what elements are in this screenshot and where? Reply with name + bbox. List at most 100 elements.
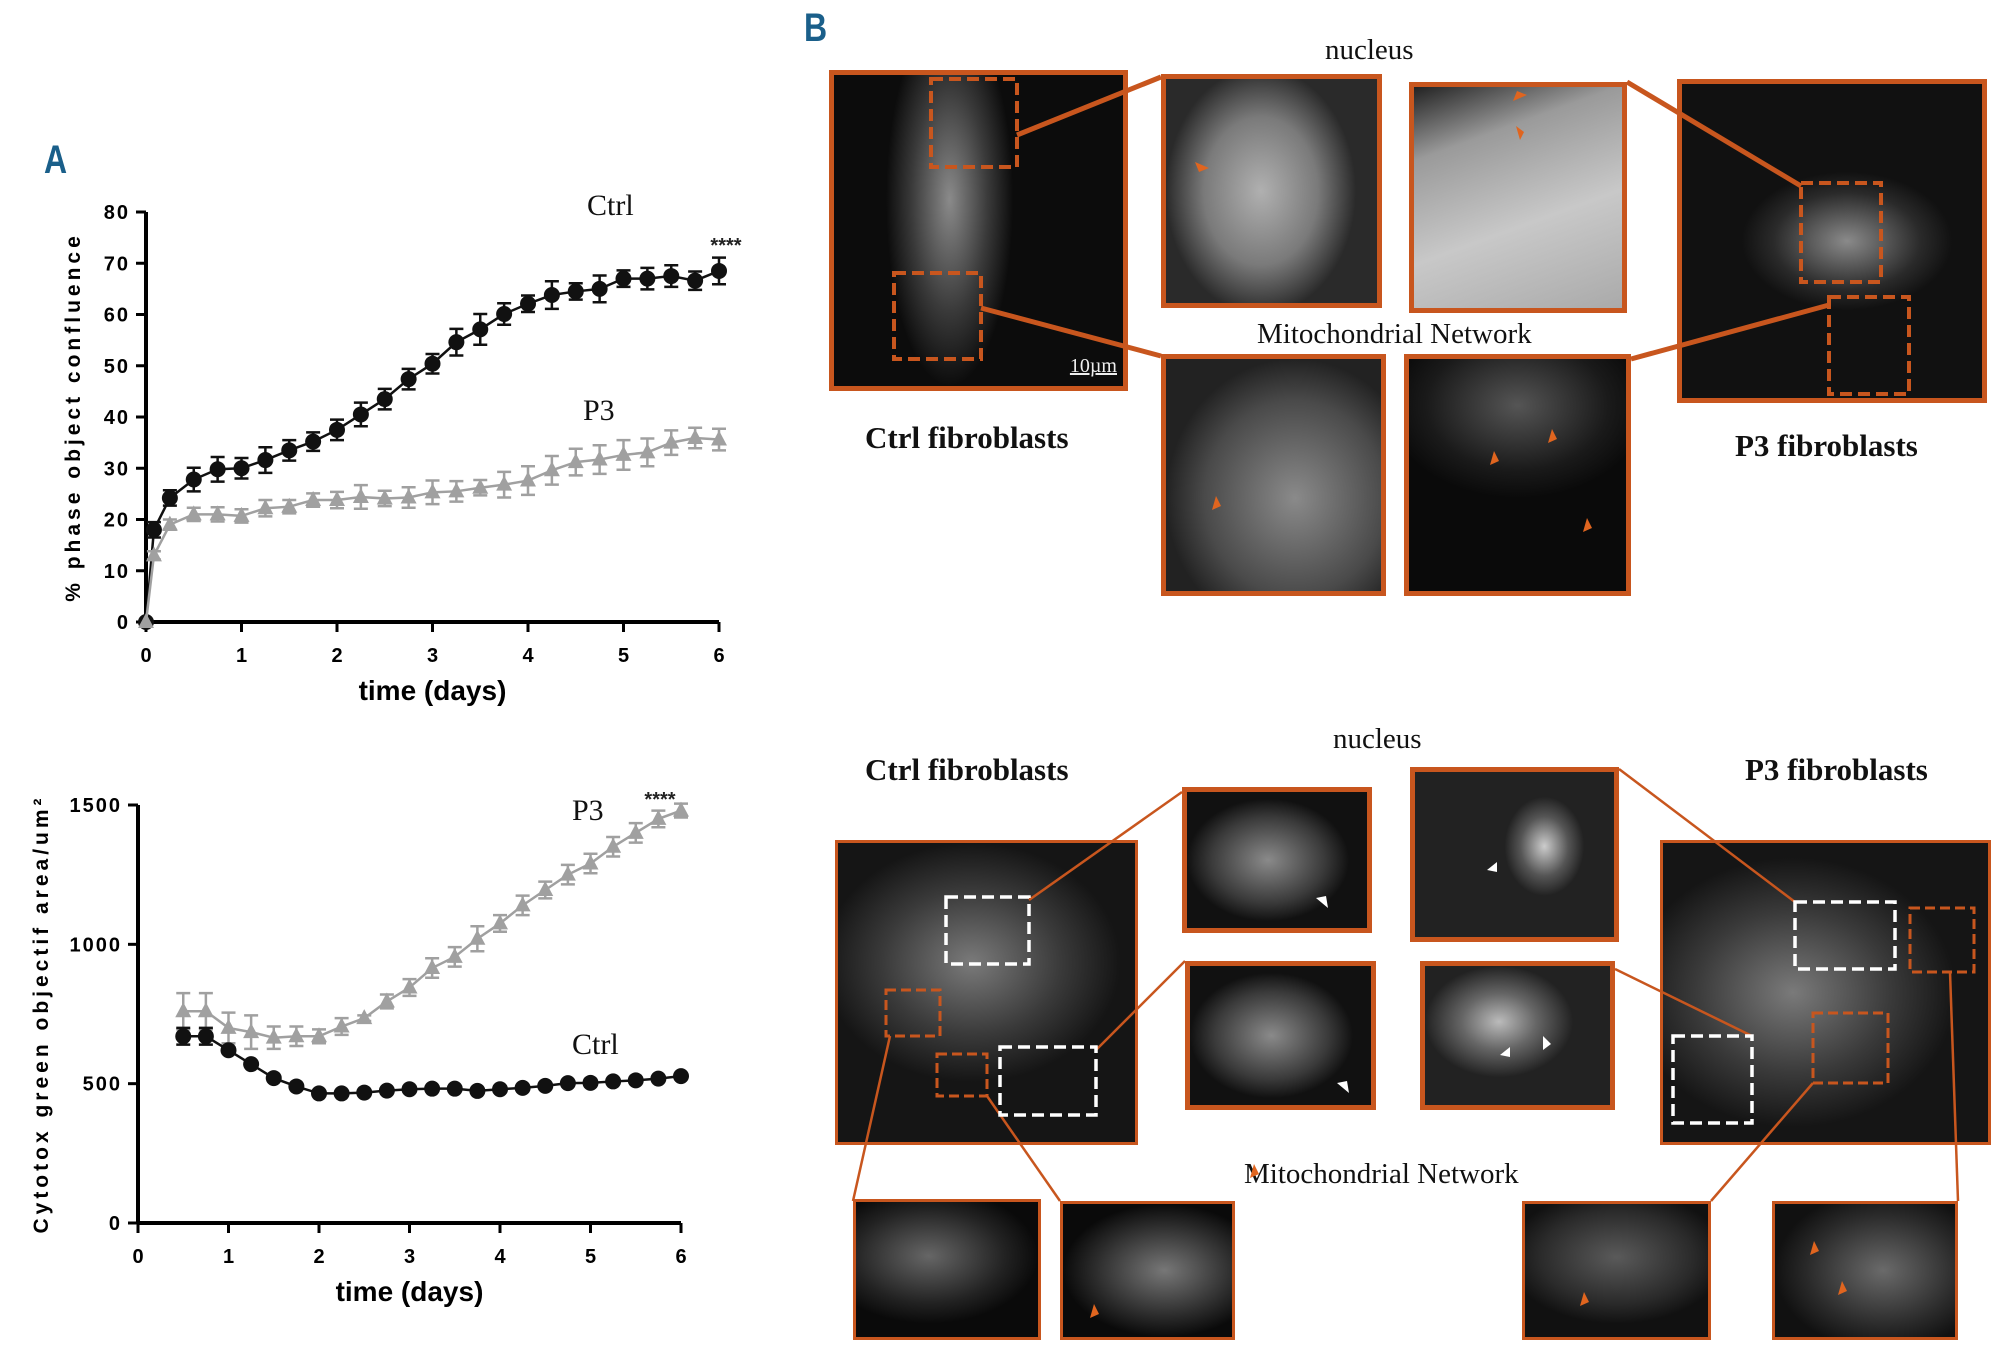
p3-mito-zoom-bottom-1 (1522, 1201, 1711, 1340)
chart-a-p3-point (400, 488, 417, 504)
chart-a-ctrl-point (185, 471, 202, 488)
chart-b-p3-point (356, 1009, 373, 1025)
chart-a-p3-point (472, 478, 489, 494)
chart-a-p3-point (711, 430, 727, 446)
ctrl-mito-zoom-bottom-2 (1060, 1201, 1235, 1340)
chart-b-p3-point (582, 854, 599, 870)
ctrl-fibroblasts-label-bottom: Ctrl fibroblasts (865, 752, 1069, 787)
chart-a-p3-point (138, 613, 154, 628)
chart-a-y-tick-label: 20 (104, 510, 130, 532)
chart-b-p3-point (265, 1028, 282, 1044)
chart-a-x-tick-label: 4 (522, 645, 534, 667)
chart-a-p3-point (520, 471, 536, 487)
chart-b-x-tick-label: 1 (223, 1246, 234, 1268)
chart-a-y-tick-label: 10 (104, 561, 130, 583)
chart-a-y-tick-label: 30 (104, 458, 130, 480)
chart-a-p3-point (161, 515, 178, 531)
chart-b-ctrl-point (673, 1068, 689, 1085)
nucleus-label-bottom: nucleus (1333, 723, 1422, 755)
chart-a-ctrl-point (711, 262, 727, 279)
chart-b-p3-point (175, 1002, 192, 1018)
ctrl-fibroblast-image-bottom (835, 840, 1138, 1145)
chart-b-ctrl-point (243, 1056, 260, 1073)
chart-b-y-tick-label: 1000 (70, 934, 123, 956)
chart-a-ctrl-point (329, 421, 345, 438)
chart-a-ctrl-point (400, 371, 417, 388)
ctrl-fibroblasts-label-top: Ctrl fibroblasts (865, 420, 1069, 455)
chart-a-x-tick-label: 6 (713, 645, 724, 667)
chart-b-ctrl-point (424, 1080, 441, 1097)
chart-b-ctrl-point (220, 1042, 237, 1059)
scale-bar-label: 10µm (1069, 355, 1117, 377)
mito-network-label-bottom: Mitochondrial Network (1244, 1158, 1519, 1190)
chart-a-p3-point (145, 546, 162, 562)
chart-a-ctrl-series-label: Ctrl (587, 189, 634, 222)
chart-b-x-tick-label: 4 (494, 1246, 506, 1268)
chart-a-ctrl-point (591, 280, 608, 297)
chart-a-p3-point (209, 505, 226, 521)
chart-b-ctrl-point (627, 1072, 644, 1089)
chart-b-y-tick-label: 0 (109, 1213, 122, 1235)
chart-a-x-tick-label: 2 (331, 645, 342, 667)
chart-a-ctrl-point (305, 433, 322, 450)
p3-nucleus-zoom-bottom-1 (1410, 767, 1619, 942)
chart-a-ctrl-point (257, 452, 274, 469)
chart-b-ctrl-point (582, 1074, 599, 1091)
chart-a-p3-point (257, 499, 274, 515)
chart-b-ctrl-point (288, 1078, 305, 1095)
chart-b-ctrl-point (356, 1084, 373, 1101)
chart-a-p3-point (567, 453, 584, 469)
chart-a-x-tick-label: 0 (140, 645, 151, 667)
chart-b-ctrl-point (265, 1070, 282, 1087)
chart-b-y-tick-label: 500 (83, 1074, 122, 1096)
chart-b-y-axis-title: Cytotox green objectif area/um² (30, 794, 53, 1233)
chart-b-p3-point (469, 929, 486, 945)
chart-a-ctrl-point (281, 442, 298, 459)
ctrl-mito-zoom-bottom-1 (853, 1199, 1041, 1340)
chart-a-x-axis-title: time (days) (359, 675, 507, 706)
chart-a-ctrl-point (376, 391, 393, 408)
chart-a-y-tick-label: 80 (104, 202, 130, 224)
chart-b-p3-point (446, 947, 463, 963)
chart-b-ctrl-point (469, 1082, 486, 1099)
chart-a-x-tick-label: 1 (236, 645, 247, 667)
chart-a-p3-point (185, 505, 202, 521)
chart-a-y-tick-label: 50 (104, 356, 130, 378)
p3-nucleus-zoom-top (1409, 82, 1627, 313)
chart-a-ctrl-point (639, 270, 656, 287)
chart-a-ctrl-point (567, 283, 584, 300)
p3-fibroblasts-label-bottom: P3 fibroblasts (1745, 752, 1928, 787)
chart-b-p3-line (183, 809, 682, 1039)
chart-b-x-tick-label: 6 (675, 1246, 686, 1268)
p3-nucleus-zoom-bottom-2 (1420, 961, 1615, 1110)
chart-a-p3-point (281, 497, 298, 513)
chart-a-ctrl-point (233, 460, 250, 477)
chart-b-p3-point (401, 978, 418, 994)
p3-fibroblasts-label-top: P3 fibroblasts (1735, 428, 1918, 463)
chart-b-ctrl-series-label: Ctrl (572, 1028, 619, 1061)
chart-a-p3-line (144, 436, 720, 623)
chart-b-p3-point (197, 1002, 214, 1018)
chart-b-p3-series-label: P3 (572, 794, 604, 827)
chart-b-ctrl-point (492, 1081, 508, 1098)
chart-b-p3-point (424, 959, 441, 975)
chart-b-x-tick-label: 0 (132, 1246, 143, 1268)
chart-a-y-tick-label: 40 (104, 407, 130, 429)
chart-a-significance-label: **** (710, 235, 741, 257)
chart-b-x-tick-label: 2 (313, 1246, 324, 1268)
chart-a-p3-point (687, 429, 704, 445)
chart-b-ctrl-point (378, 1082, 395, 1099)
p3-mito-zoom-top (1404, 354, 1631, 596)
chart-b-x-axis-title: time (days) (336, 1276, 484, 1307)
chart-b-ctrl-point (514, 1079, 531, 1096)
chart-a-ctrl-point (687, 272, 704, 289)
chart-a-ctrl-point (161, 489, 178, 506)
chart-b-ctrl-point (401, 1081, 418, 1098)
chart-b-ctrl-point (333, 1085, 350, 1102)
chart-a-ctrl-point (615, 270, 632, 287)
chart-a-p3-point (305, 491, 322, 507)
panel-letter-a: A (44, 138, 68, 182)
chart-b-p3-point (333, 1017, 350, 1033)
chart-a-ctrl-point (520, 295, 536, 312)
chart-b-ctrl-point (311, 1085, 327, 1102)
